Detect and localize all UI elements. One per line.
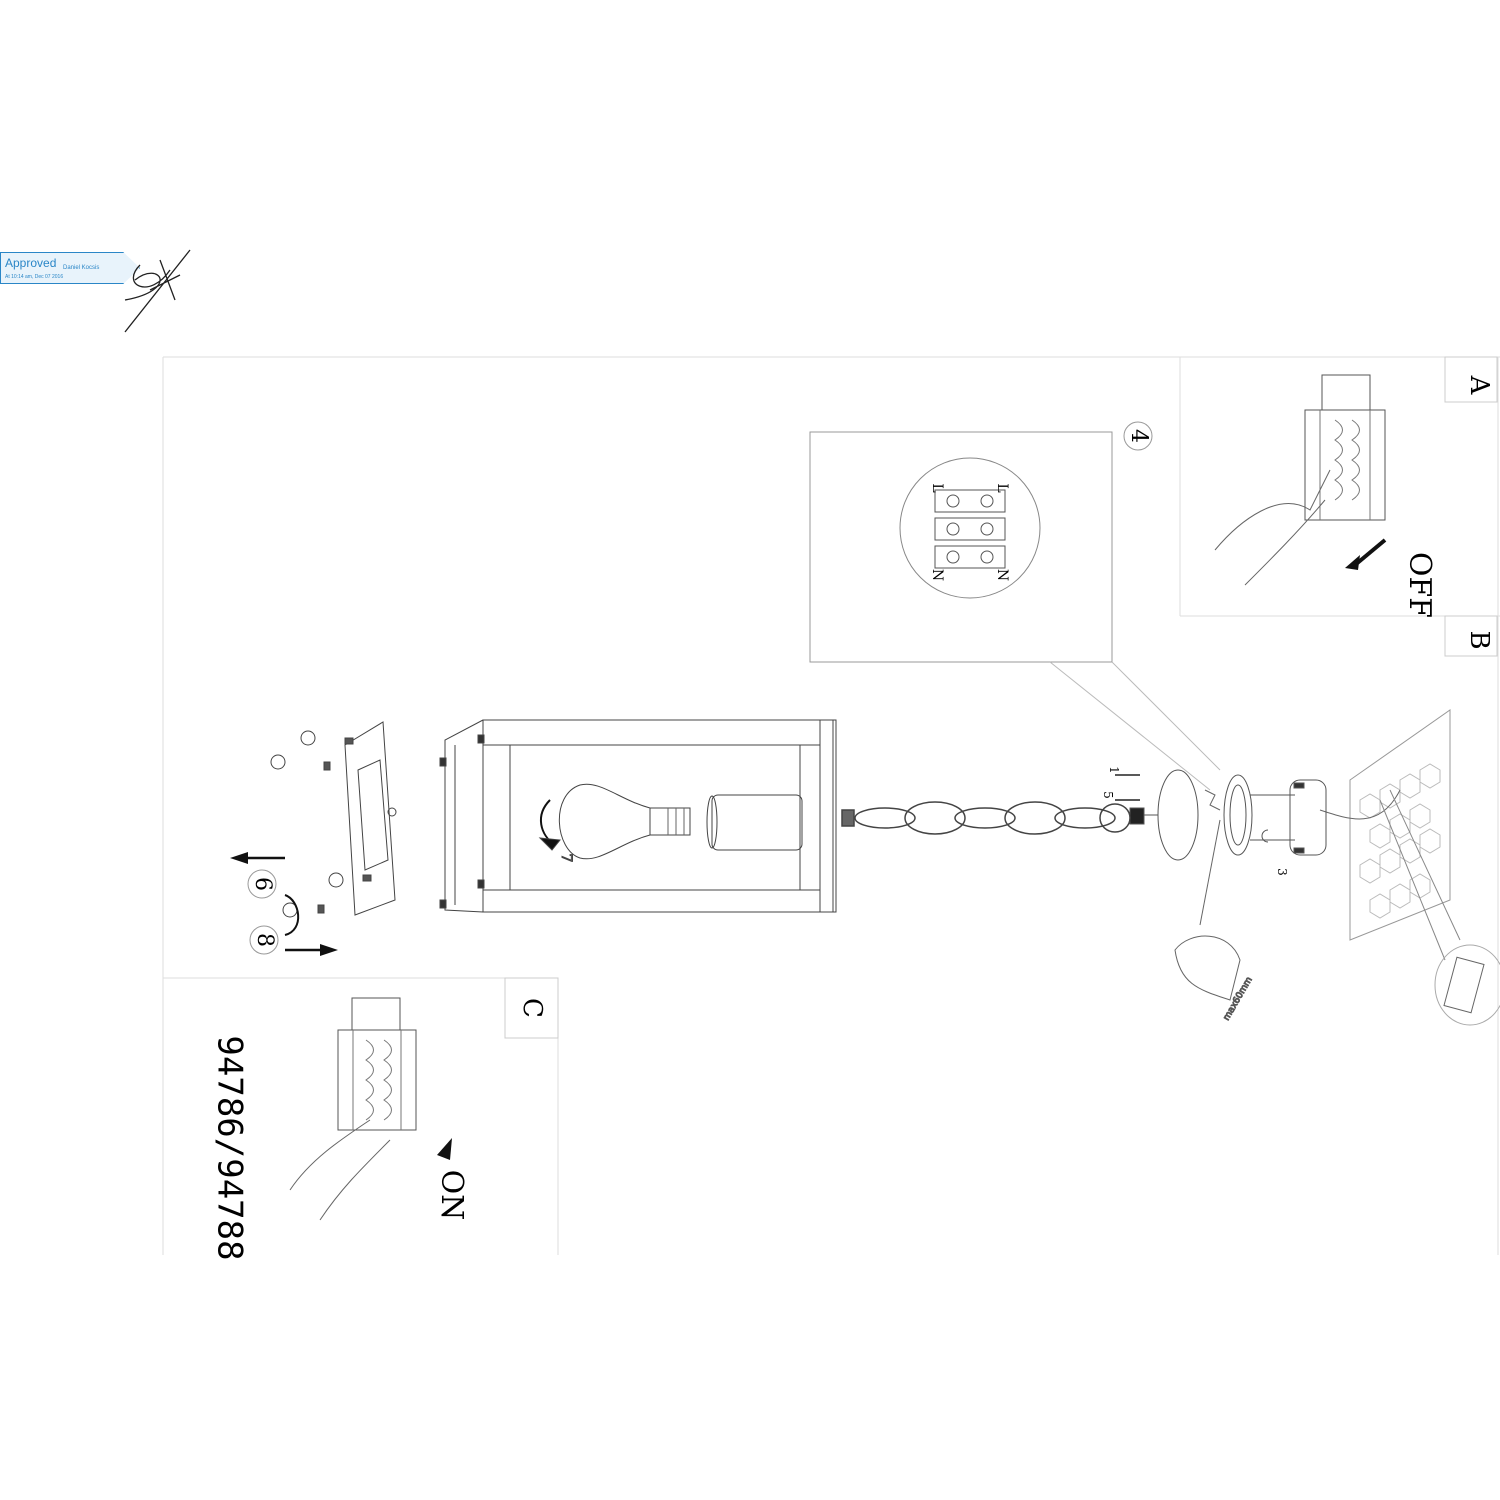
off-label: OFF [1402,552,1437,618]
panel-c-label: C [517,998,547,1018]
panel-b-label: B [1464,630,1494,649]
svg-text:5: 5 [1101,791,1115,799]
svg-text:7: 7 [558,854,574,863]
stamp-name: Daniel Kocsis [63,265,100,271]
svg-text:N: N [994,569,1010,581]
svg-text:L: L [929,483,945,492]
panel-b: B [1444,615,1498,657]
wiring-detail: 4 L N L N [809,421,1221,791]
svg-text:8: 8 [252,933,277,947]
stamp-date: At 10:14 am, Dec 07 2016 [5,274,64,280]
step-4-label: 4 [1126,429,1151,443]
mount-steps: 1 5 3 [1101,766,1289,876]
svg-text:3: 3 [1275,868,1289,876]
svg-text:1: 1 [1107,766,1121,774]
bottom-plate [270,721,397,918]
panel-a-label: A [1464,375,1494,396]
svg-text:L: L [994,483,1010,492]
wall [1319,709,1500,1026]
chain [841,801,1131,835]
signature [124,249,191,333]
lantern: 7 [439,719,837,913]
svg-text:N: N [929,569,945,581]
panel-a: A OFF [1214,356,1498,618]
svg-text:6: 6 [250,877,275,891]
stamp-status: Approved [5,256,57,270]
on-label: ON [434,1170,469,1221]
ceiling-mount: max60mm [1129,769,1327,1023]
model-number: 94786/94788 [210,1035,250,1260]
approval-stamp: Approved Daniel Kocsis At 10:14 am, Dec … [0,252,140,284]
frame [162,356,1500,1255]
panel-c: C ON [289,977,559,1221]
final-steps: 6 8 [230,852,338,956]
